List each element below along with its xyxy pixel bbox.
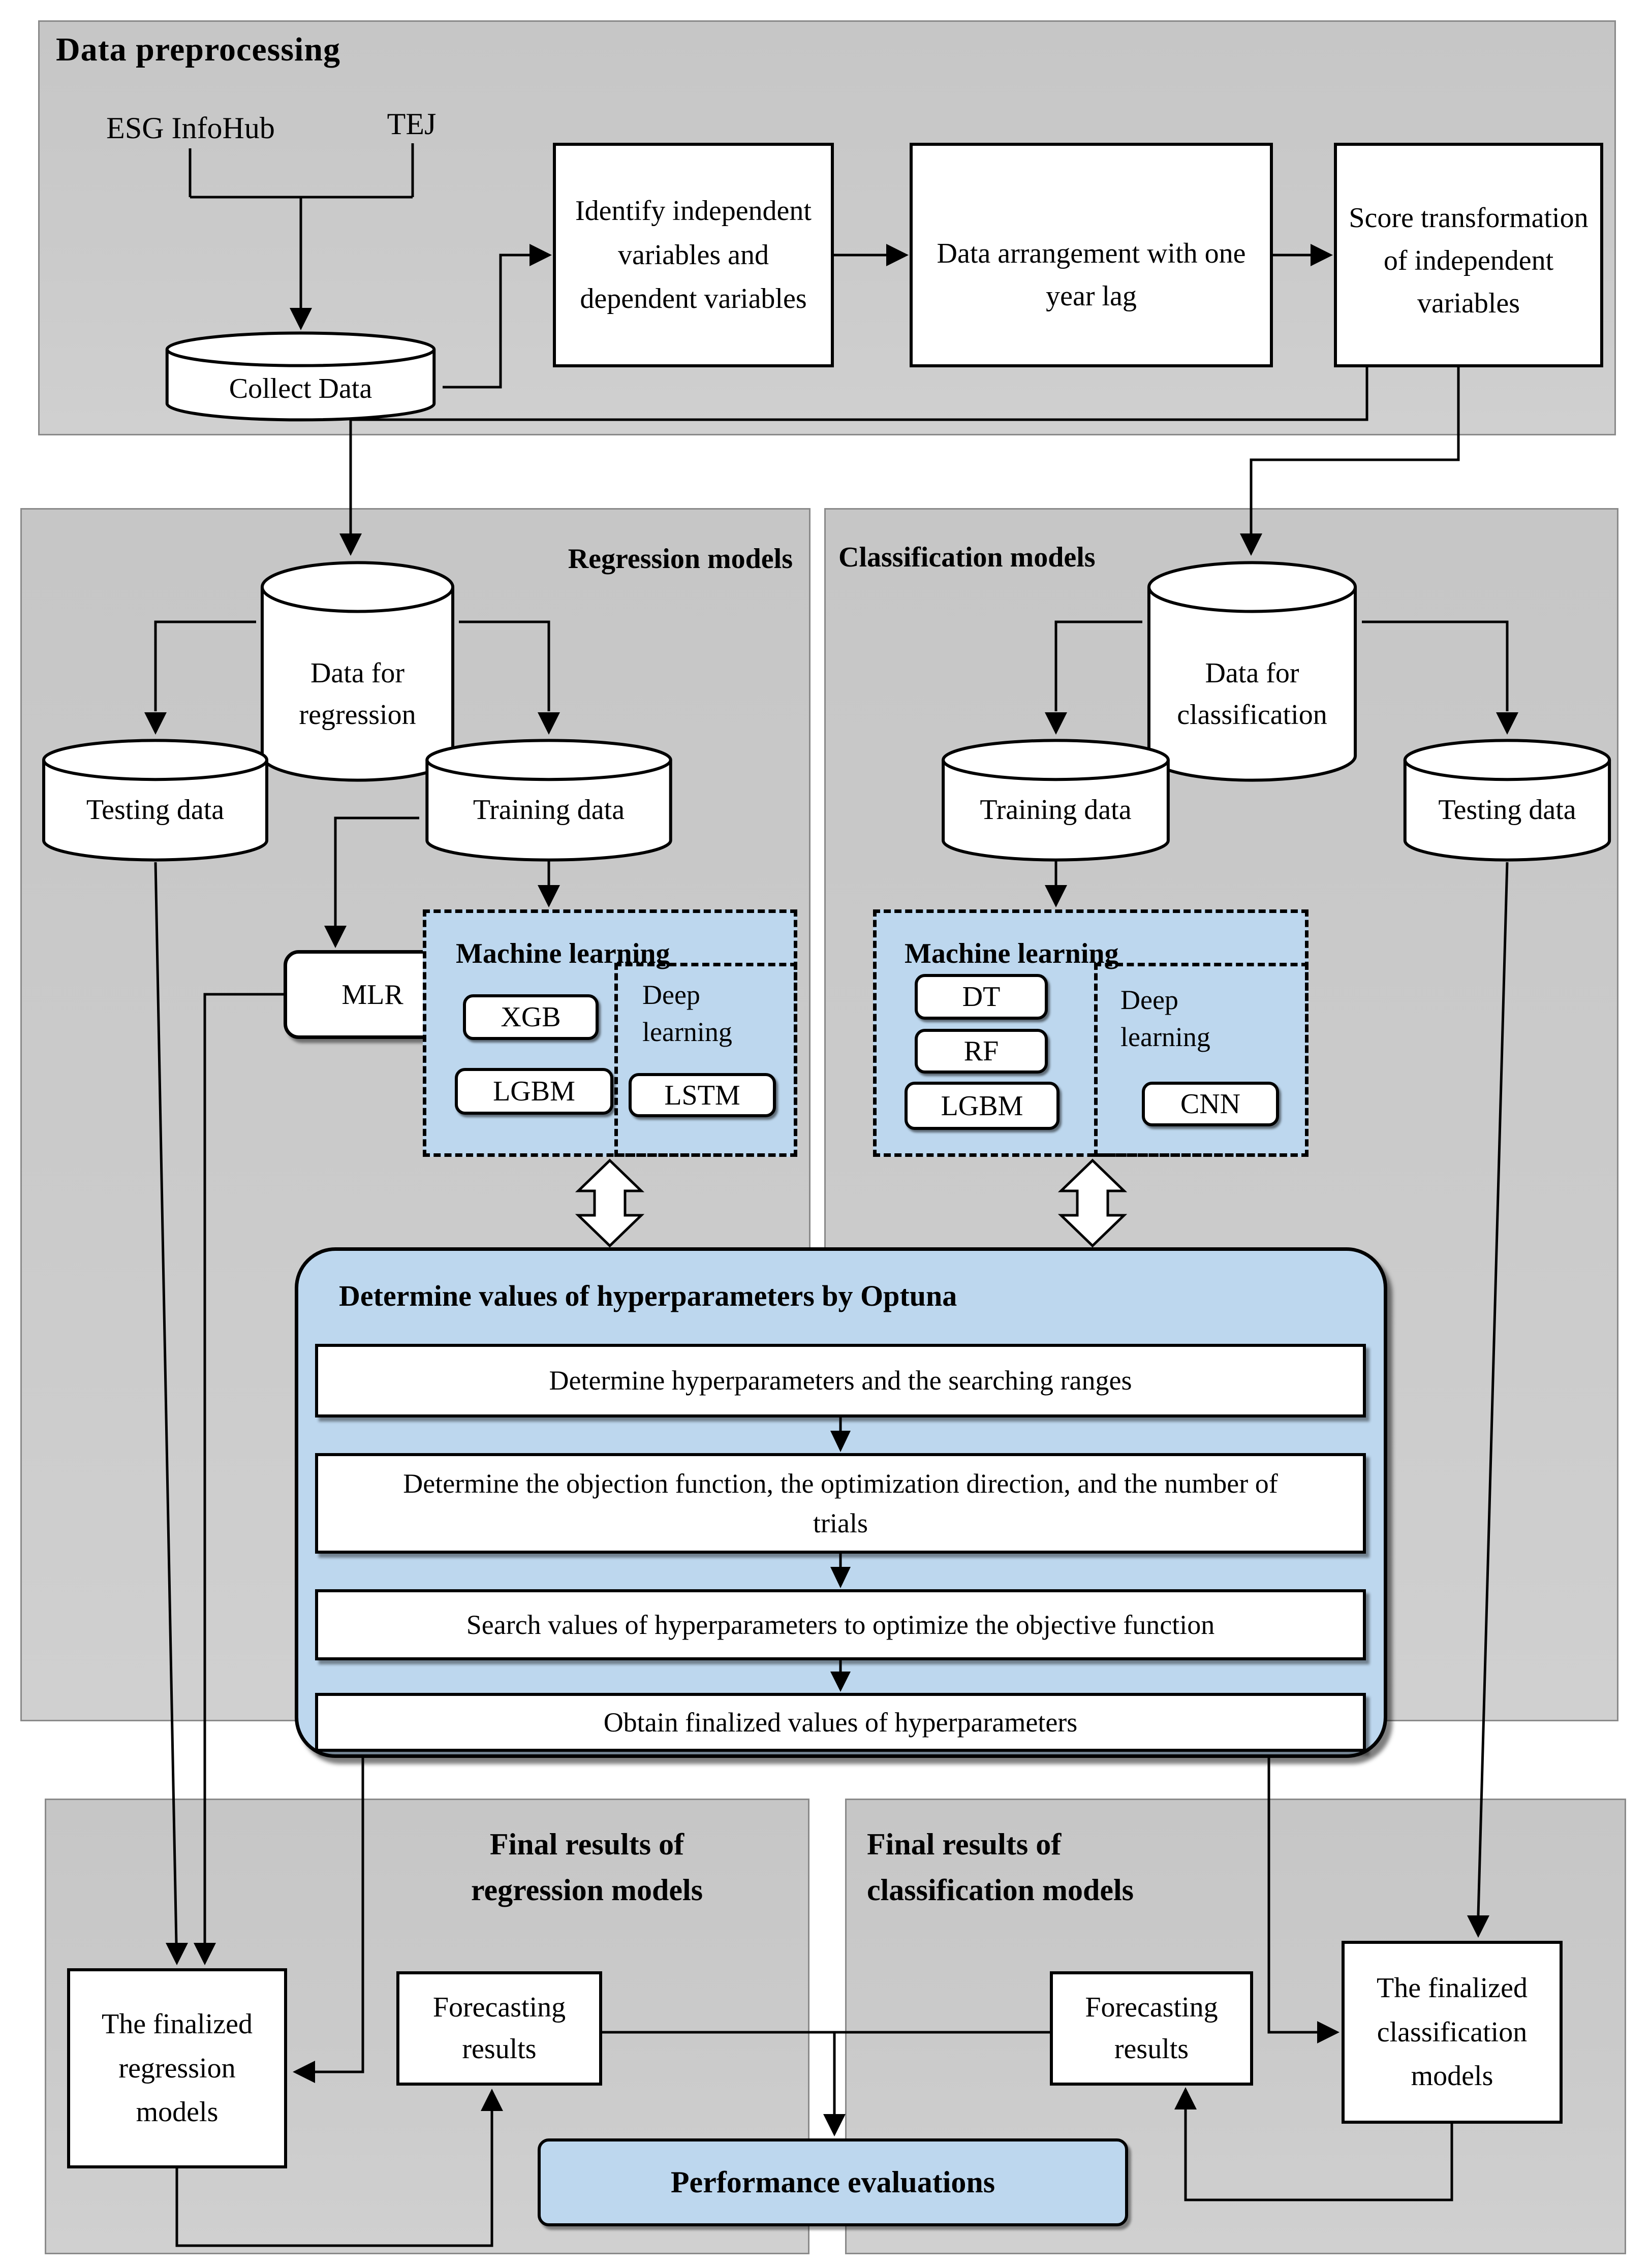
- deep-learning-classification-label: Deep learning: [1120, 985, 1210, 1052]
- regression-title: Regression models: [568, 543, 793, 575]
- ml-classification-title: Machine learning: [905, 938, 1119, 969]
- deep-learning-regression-box: [614, 963, 797, 1157]
- optuna-step-2: Determine the objection function, the op…: [315, 1453, 1366, 1554]
- source-tej: TEJ: [387, 107, 437, 141]
- rf-chip: RF: [915, 1029, 1048, 1074]
- source-esg-infohub: ESG InfoHub: [106, 111, 275, 145]
- testing-data-regression-cylinder: Testing data: [37, 739, 274, 861]
- training-data-regression-cylinder: Training data: [419, 739, 678, 861]
- lgbm-classification-chip: LGBM: [905, 1082, 1060, 1130]
- data-arrangement-box: Data arrangement with one year lag: [910, 143, 1273, 367]
- finalized-regression-box: The finalized regression models: [67, 1968, 287, 2168]
- deep-learning-regression-label: Deep learning: [642, 980, 732, 1047]
- dt-chip: DT: [915, 974, 1048, 1020]
- deep-learning-classification-box: [1094, 963, 1309, 1157]
- cnn-chip: CNN: [1142, 1082, 1279, 1126]
- optuna-title: Determine values of hyperparameters by O…: [339, 1279, 957, 1312]
- training-data-regression-label: Training data: [473, 794, 625, 826]
- collect-data-cylinder: Collect Data: [159, 331, 443, 422]
- ml-regression-box: Machine learning Deep learning XGB LGBM …: [423, 909, 797, 1157]
- identify-variables-box: Identify independent variables and depen…: [553, 143, 834, 367]
- forecasting-results-regression-box: Forecasting results: [396, 1971, 602, 2086]
- training-data-classification-label: Training data: [980, 794, 1132, 826]
- score-transformation-box: Score transformation of independent vari…: [1334, 143, 1603, 367]
- data-for-classification-cylinder: Data for classification: [1142, 560, 1362, 782]
- optuna-step-1: Determine hyperparameters and the search…: [315, 1344, 1366, 1418]
- performance-evaluations-box: Performance evaluations: [538, 2138, 1128, 2226]
- final-classification-title: Final results of classification models: [867, 1828, 1134, 1907]
- xgb-chip: XGB: [463, 994, 599, 1040]
- testing-data-regression-label: Testing data: [86, 794, 225, 826]
- lstm-chip: LSTM: [629, 1073, 776, 1117]
- collect-data-label: Collect Data: [229, 373, 372, 405]
- preprocessing-title: Data preprocessing: [56, 31, 341, 68]
- data-for-regression-cylinder: Data for regression: [256, 560, 459, 782]
- training-data-classification-cylinder: Training data: [936, 739, 1175, 861]
- forecasting-results-classification-box: Forecasting results: [1050, 1971, 1253, 2086]
- optuna-step-3: Search values of hyperparameters to opti…: [315, 1589, 1366, 1660]
- testing-data-classification-label: Testing data: [1438, 794, 1576, 826]
- lgbm-regression-chip: LGBM: [455, 1068, 613, 1115]
- classification-title: Classification models: [838, 542, 1096, 573]
- finalized-classification-box: The finalized classification models: [1342, 1941, 1563, 2124]
- final-regression-title: Final results of regression models: [471, 1828, 703, 1907]
- data-for-classification-label: Data for classification: [1177, 657, 1327, 731]
- ml-classification-box: Machine learning Deep learning DT RF LGB…: [873, 909, 1309, 1157]
- data-for-regression-label: Data for regression: [299, 657, 416, 731]
- optuna-step-4: Obtain finalized values of hyperparamete…: [315, 1693, 1366, 1752]
- testing-data-classification-cylinder: Testing data: [1398, 739, 1616, 861]
